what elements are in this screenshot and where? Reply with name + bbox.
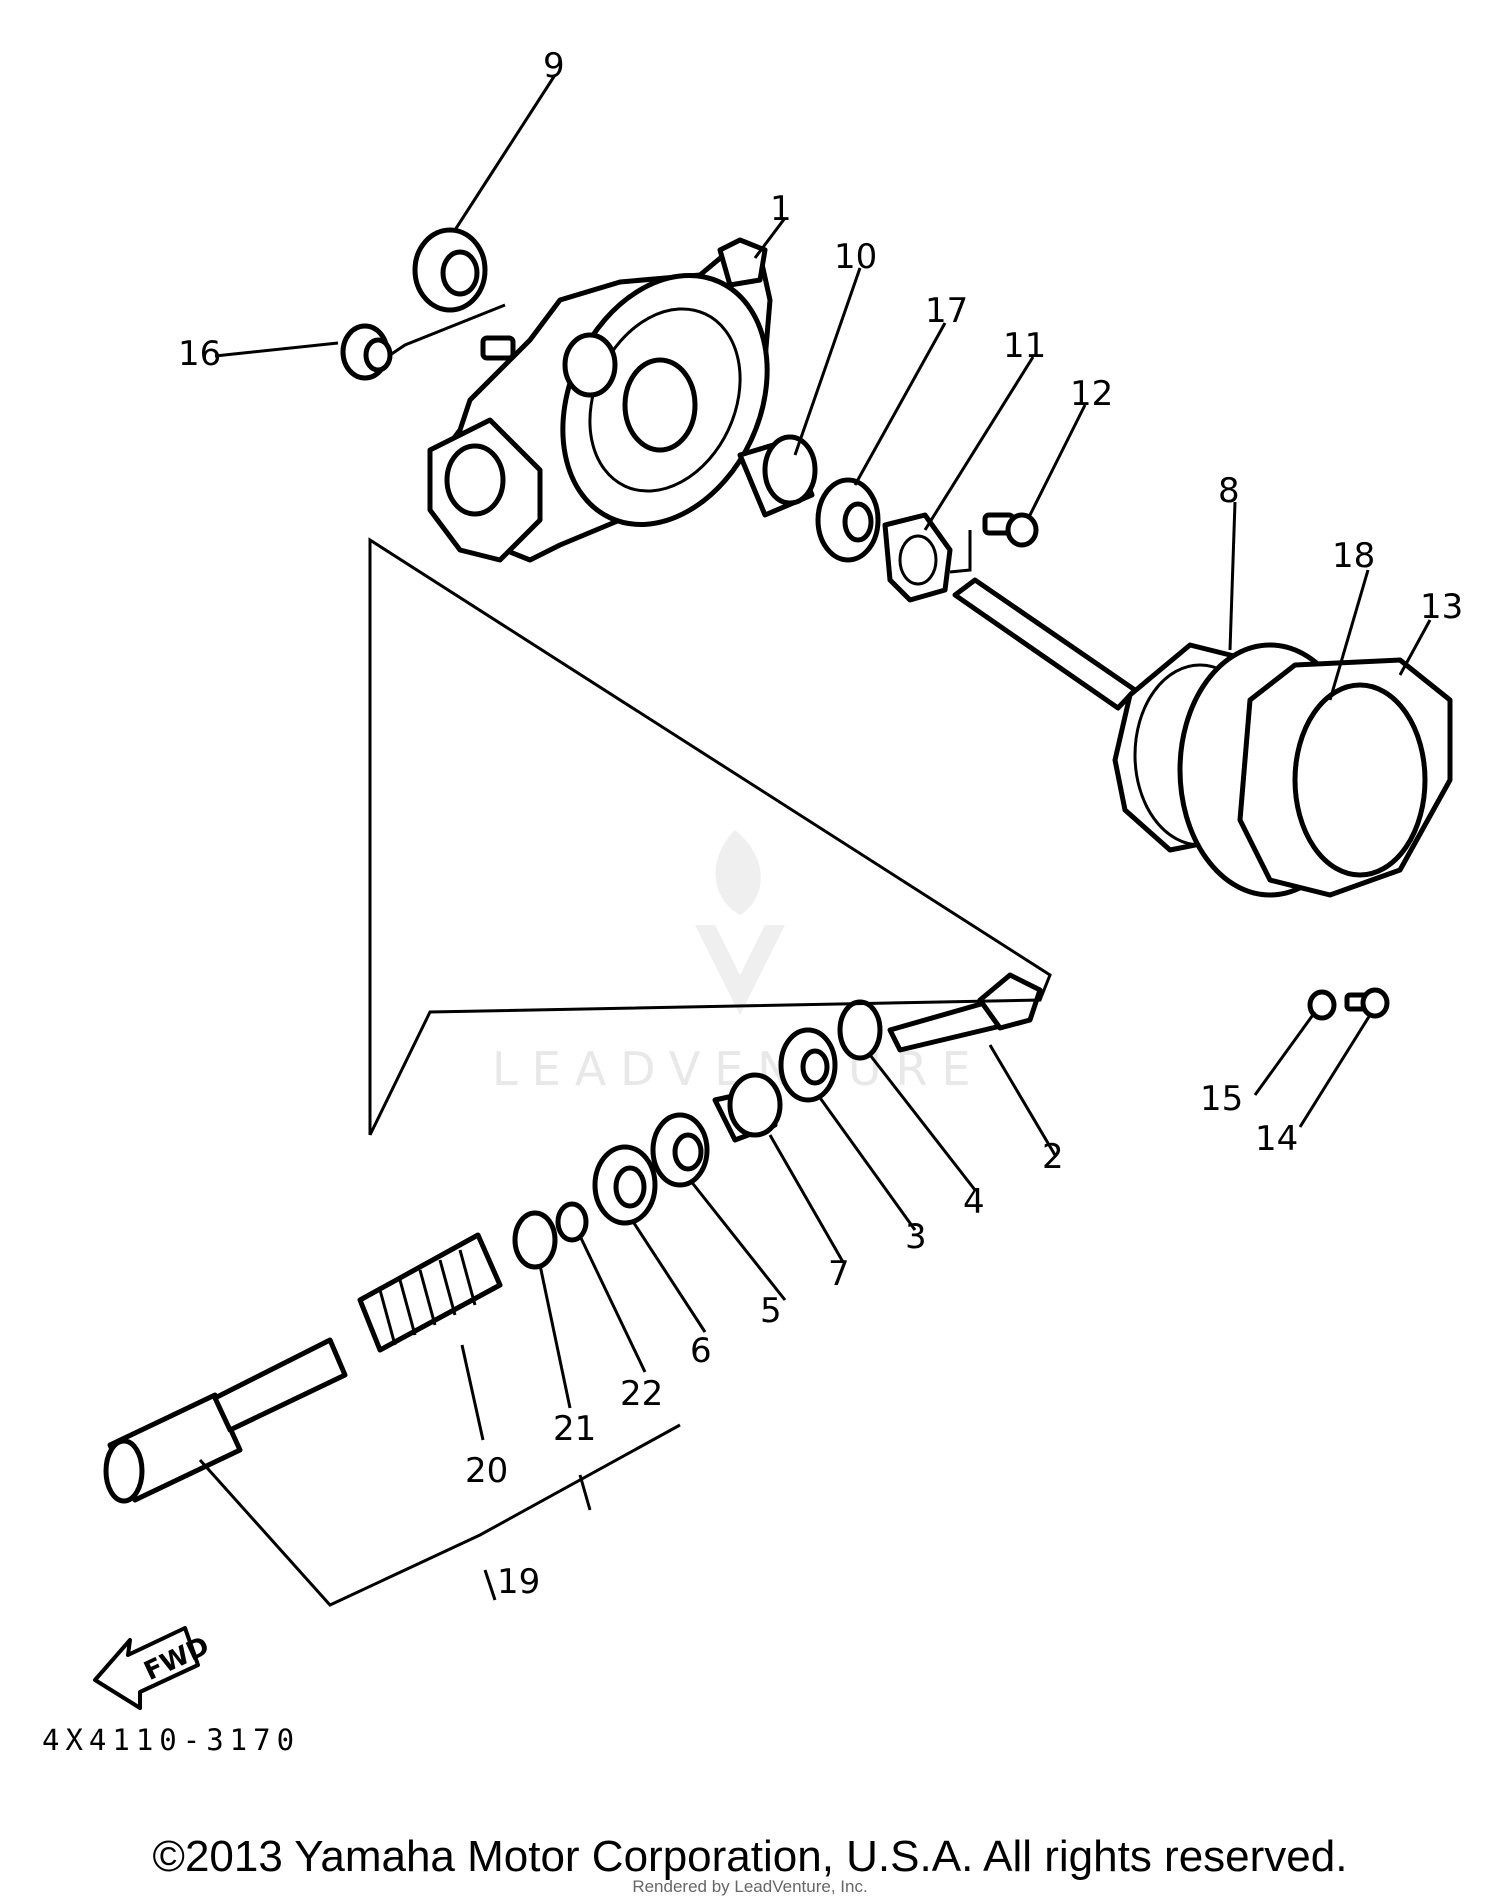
collar-7 [712, 1072, 783, 1143]
fwd-arrow-icon: FWD [93, 1626, 214, 1710]
collar-16 [340, 323, 393, 381]
callouts: 9 1 10 17 16 11 12 8 18 13 15 14 2 4 3 7… [178, 46, 1463, 1602]
callout-5: 5 [760, 1291, 782, 1331]
callout-2: 2 [1042, 1137, 1064, 1177]
clip-22 [555, 1201, 589, 1243]
cover-13 [1237, 657, 1453, 898]
callout-9: 9 [543, 46, 565, 86]
callout-16: 16 [178, 334, 221, 374]
diagram-code: 4X4110-3170 [42, 1723, 300, 1757]
bearing-3 [778, 1027, 838, 1103]
washer-15 [1307, 989, 1337, 1021]
callout-11: 11 [1003, 326, 1046, 366]
plate-11 [882, 512, 953, 603]
bolt-14 [1344, 987, 1390, 1019]
callout-21: 21 [553, 1409, 596, 1449]
watermark: LEADVENTURE [492, 830, 985, 1096]
pinion-shaft-2 [887, 972, 1043, 1053]
bolt-12 [982, 512, 1039, 548]
callout-8: 8 [1218, 471, 1240, 511]
callout-14: 14 [1255, 1119, 1298, 1159]
callout-17: 17 [925, 291, 968, 331]
gear-case-housing [427, 237, 773, 563]
sleeve-10 [737, 434, 818, 518]
callout-13: 13 [1420, 587, 1463, 627]
bearing-5 [650, 1112, 710, 1188]
callout-19: 19 [497, 1562, 540, 1602]
bearing-17 [815, 477, 881, 563]
copyright-notice: ©2013 Yamaha Motor Corporation, U.S.A. A… [152, 1832, 1348, 1881]
callout-18: 18 [1332, 536, 1375, 576]
leader-lines [198, 74, 1432, 1607]
drive-shaft-19 [103, 1337, 348, 1504]
callout-4: 4 [963, 1182, 985, 1222]
callout-10: 10 [834, 237, 877, 277]
watermark-text: LEADVENTURE [492, 1042, 985, 1096]
spring-20 [357, 1232, 503, 1353]
washer-21 [512, 1210, 558, 1270]
callout-20: 20 [465, 1451, 508, 1491]
callout-22: 22 [620, 1374, 663, 1414]
callout-12: 12 [1070, 374, 1113, 414]
rendered-by-note: Rendered by LeadVenture, Inc. [632, 1877, 868, 1896]
bearing-9 [412, 227, 488, 313]
callout-3: 3 [905, 1217, 927, 1257]
callout-15: 15 [1200, 1079, 1243, 1119]
shim-4 [837, 999, 883, 1061]
callout-7: 7 [828, 1254, 850, 1294]
callout-6: 6 [690, 1331, 712, 1371]
seal-6 [592, 1144, 658, 1226]
callout-1: 1 [770, 189, 792, 229]
